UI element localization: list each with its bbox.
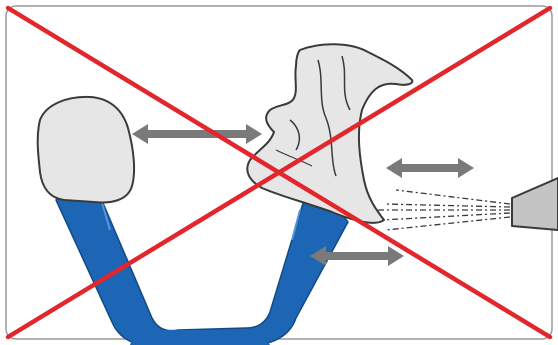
crown-cap [38,97,134,203]
